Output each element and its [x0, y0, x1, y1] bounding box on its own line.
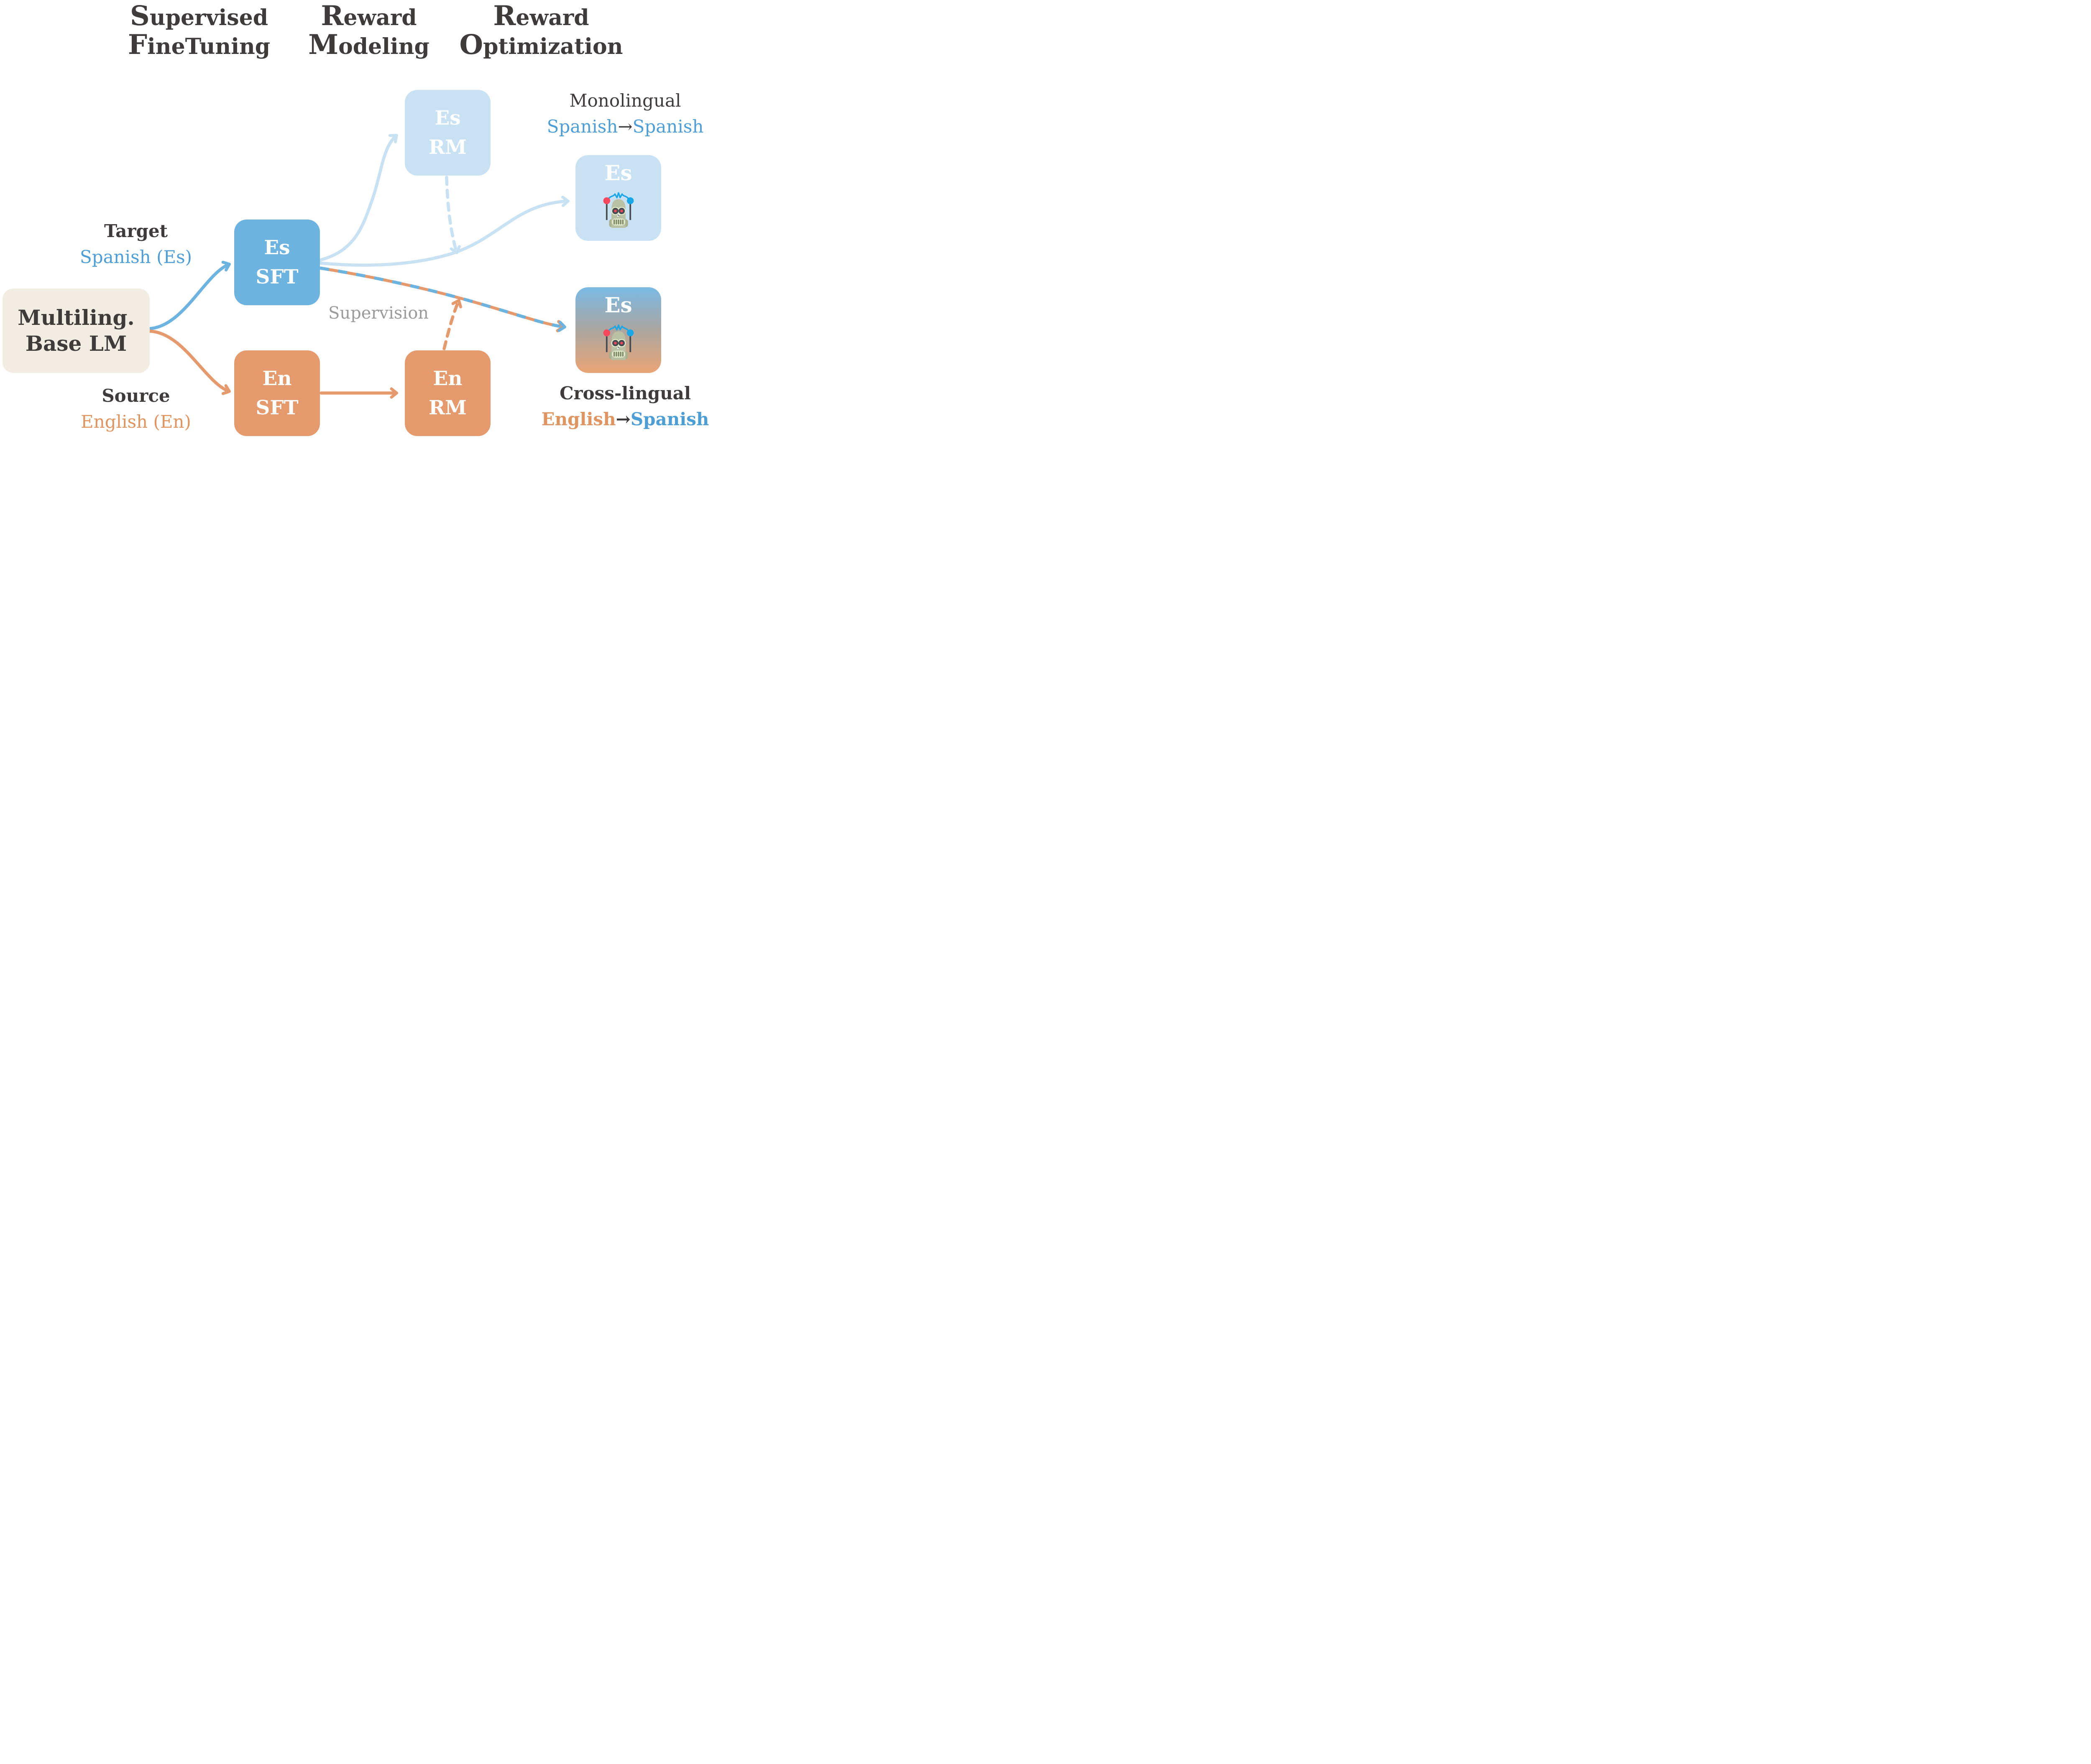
header-line: Modeling [308, 29, 429, 61]
es-sft-box: Es SFT [234, 220, 320, 305]
base-lm-label-line2: Base LM [25, 331, 127, 356]
base-lm-label-line1: Multiling. [18, 305, 135, 330]
monolingual-route: Spanish→Spanish [531, 114, 716, 140]
route-to: Spanish [632, 116, 704, 137]
target-language-label: Target Spanish (Es) [65, 218, 207, 270]
route-to: Spanish [630, 409, 709, 429]
target-language: Spanish (Es) [79, 247, 192, 267]
header-line: Reward [321, 0, 417, 32]
cross-lingual-route: English→Spanish [531, 406, 716, 432]
cross-lingual-title: Cross-lingual [560, 383, 691, 403]
en-rm-box: En RM [405, 350, 491, 436]
es-rm-stage: RM [428, 135, 467, 159]
path-es-sft-to-cross-output-blue-dashed [320, 266, 566, 332]
source-language-label: Source English (En) [65, 383, 207, 435]
es-sft-stage: SFT [256, 265, 299, 288]
arrow-base-to-es-sft [148, 260, 231, 330]
cross-lingual-caption: Cross-lingual English→Spanish [531, 380, 716, 432]
header-line: Reward [493, 0, 589, 32]
monolingual-output-box: Es [575, 155, 661, 241]
en-sft-box: En SFT [234, 350, 320, 436]
header-line: FineTuning [128, 29, 271, 61]
en-rm-stage: RM [428, 396, 467, 419]
arrow-en-rm-supervision-dashed [442, 299, 462, 350]
route-arrow-glyph: → [616, 409, 631, 429]
en-rm-lang: En [433, 367, 463, 390]
es-rm-box: Es RM [405, 90, 491, 176]
target-title: Target [104, 221, 168, 241]
cross-lingual-output-label: Es [604, 293, 632, 317]
header-line: Supervised [130, 0, 268, 32]
column-header-reward-optimization: Reward Optimization [445, 3, 637, 60]
en-sft-stage: SFT [256, 396, 299, 419]
cross-lingual-output-box: Es [575, 287, 661, 373]
multilingual-base-lm-box: Multiling. Base LM [3, 288, 150, 373]
header-line: Optimization [459, 29, 623, 61]
column-header-sft: Supervised FineTuning [107, 3, 291, 60]
monolingual-caption: Monolingual Spanish→Spanish [531, 88, 716, 140]
source-language: English (En) [81, 411, 191, 432]
arrow-es-rm-supervision-dashed [445, 176, 461, 254]
monolingual-output-label: Es [604, 161, 632, 185]
connector-arrows [148, 134, 570, 399]
supervision-label: Supervision [328, 304, 429, 323]
es-rm-lang: Es [435, 106, 461, 130]
monolingual-title: Monolingual [569, 90, 681, 111]
robot-emoji-icon [603, 324, 634, 360]
arrow-es-sft-to-es-rm [318, 134, 398, 262]
robot-emoji-icon [603, 192, 634, 228]
arrow-base-to-en-sft [148, 329, 231, 395]
en-sft-lang: En [262, 367, 292, 390]
es-sft-lang: Es [264, 236, 290, 259]
route-arrow-glyph: → [618, 116, 633, 137]
route-from: Spanish [547, 116, 618, 137]
route-from: English [541, 409, 616, 429]
column-header-reward-modeling: Reward Modeling [277, 3, 461, 60]
source-title: Source [102, 385, 170, 406]
pipeline-diagram: Supervised FineTuning Reward Modeling Re… [0, 0, 716, 441]
